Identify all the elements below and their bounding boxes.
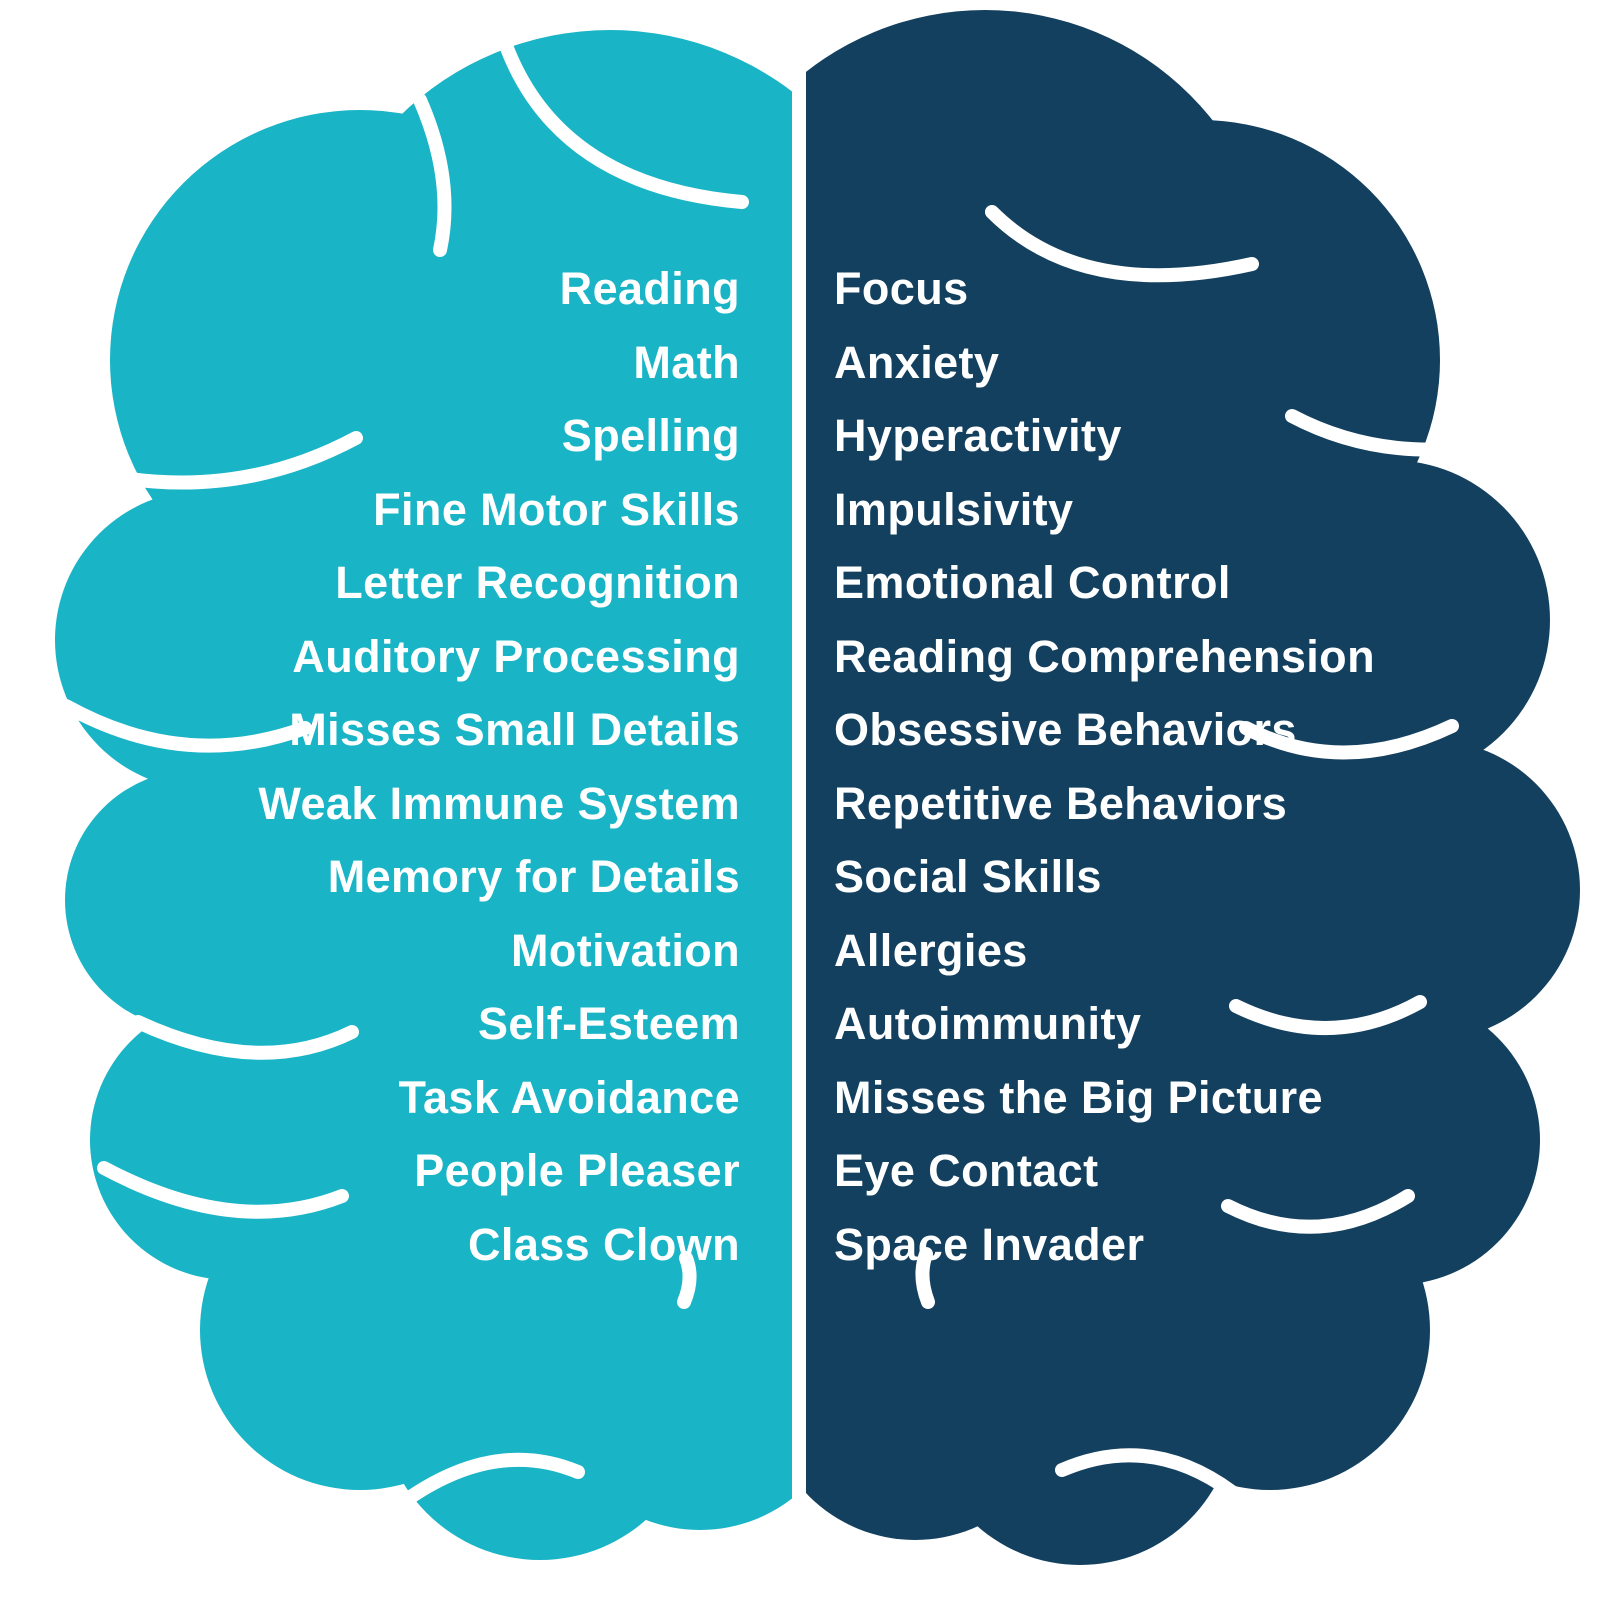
left-brain-item: People Pleaser — [414, 1145, 740, 1196]
right-brain-item: Eye Contact — [834, 1145, 1099, 1196]
left-hemisphere-fissures — [59, 21, 749, 1513]
right-brain-item: Allergies — [834, 924, 1028, 976]
left-brain-item: Self-Esteem — [477, 998, 740, 1049]
left-brain-item: Class Clown — [468, 1218, 740, 1270]
left-brain-item: Spelling — [561, 410, 740, 461]
right-brain-item: Reading Comprehension — [834, 630, 1375, 682]
left-brain-item: Weak Immune System — [258, 777, 740, 829]
right-hemisphere-shape — [806, 10, 1580, 1565]
left-brain-item: Misses Small Details — [289, 704, 740, 755]
right-brain-item: Impulsivity — [834, 483, 1074, 535]
right-brain-item: Hyperactivity — [834, 410, 1122, 461]
right-brain-item: Autoimmunity — [834, 998, 1142, 1049]
right-brain-item: Space Invader — [834, 1218, 1145, 1270]
left-brain-item: Math — [633, 336, 740, 388]
left-brain-item: Auditory Processing — [292, 630, 740, 682]
right-brain-item: Misses the Big Picture — [834, 1071, 1323, 1123]
left-brain-item: Fine Motor Skills — [373, 483, 740, 535]
left-brain-item: Reading — [559, 263, 740, 314]
right-brain-item: Obsessive Behaviors — [834, 704, 1297, 755]
left-brain-item: Memory for Details — [327, 851, 740, 902]
right-brain-item: Social Skills — [834, 851, 1102, 902]
right-brain-item: Anxiety — [834, 336, 1000, 388]
left-hemisphere-shape — [55, 30, 792, 1560]
left-brain-item: Letter Recognition — [335, 557, 740, 608]
right-brain-item: Emotional Control — [834, 557, 1231, 608]
right-hemisphere-fissures — [915, 205, 1549, 1499]
right-brain-item: Focus — [834, 263, 969, 314]
left-brain-item: Motivation — [511, 924, 740, 976]
right-brain-item: Repetitive Behaviors — [834, 777, 1288, 829]
left-brain-item: Task Avoidance — [398, 1071, 740, 1123]
